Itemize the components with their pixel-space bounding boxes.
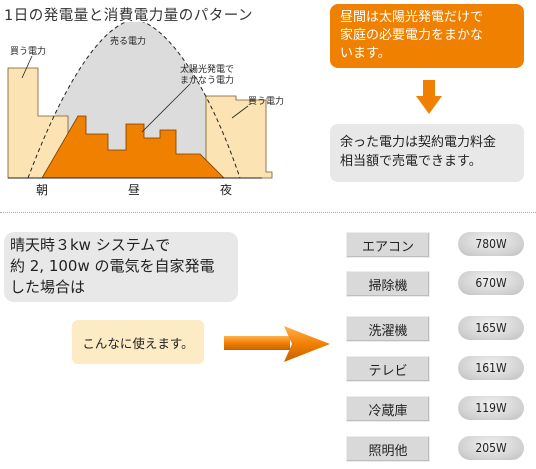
daytime-callout-line: います。 <box>340 46 391 61</box>
diagram-title: 1日の発電量と消費電力量のパターン <box>4 8 253 24</box>
daytime-callout-line: 家庭の必要電力をまかな <box>340 28 484 43</box>
right-arrow-icon <box>224 326 330 362</box>
appliance-name: エアコン <box>346 232 430 258</box>
section-divider <box>0 212 536 213</box>
down-arrow-icon <box>416 80 442 114</box>
pointer-solar <box>141 83 191 133</box>
system-summary-line: 晴天時３kw システムで <box>10 236 171 254</box>
appliance-watts: 780W <box>458 232 524 256</box>
consumption-area-evening <box>205 95 273 179</box>
generation-curve <box>27 22 241 179</box>
system-summary-line: した場合は <box>10 278 86 296</box>
surplus-callout-line: 余った電力は契約電力料金 <box>340 135 497 150</box>
daytime-callout-line: 昼間は太陽光発電だけで <box>340 10 484 25</box>
usage-note: こんなに使えます。 <box>72 320 204 364</box>
label-buy-right: 買う電力 <box>248 95 284 107</box>
surplus-callout-line: 相当額で売電できます。 <box>340 154 482 169</box>
appliance-watts: 670W <box>458 271 524 295</box>
time-label-night: 夜 <box>220 182 232 197</box>
time-label-morning: 朝 <box>36 183 48 197</box>
label-buy-left: 買う電力 <box>10 45 46 57</box>
label-solar-line2: まかなう電力 <box>180 74 234 86</box>
appliance-watts: 205W <box>458 436 524 460</box>
daily-power-pattern-diagram: 買う電力 売る電力 太陽光発電で まかなう電力 買う電力 朝 昼 夜 <box>7 22 284 197</box>
surplus-callout: 余った電力は契約電力料金 相当額で売電できます。 <box>330 124 524 182</box>
pointer-buy-right <box>231 105 249 119</box>
appliance-name: 洗濯機 <box>346 316 430 342</box>
time-label-noon: 昼 <box>128 183 140 197</box>
system-summary: 晴天時３kw システムで 約 2, 100w の電気を自家発電 した場合は <box>4 232 238 302</box>
appliance-name: 冷蔵庫 <box>346 396 430 422</box>
appliance-watts: 161W <box>458 356 524 380</box>
appliance-name: 掃除機 <box>346 271 430 297</box>
appliance-watts: 165W <box>458 316 524 340</box>
system-summary-line: 約 2, 100w の電気を自家発電 <box>10 257 215 275</box>
pointer-buy-left <box>21 55 33 79</box>
label-solar-line1: 太陽光発電で <box>180 63 234 75</box>
appliance-watts: 119W <box>458 396 524 420</box>
label-sell: 売る電力 <box>110 35 146 47</box>
daytime-callout: 昼間は太陽光発電だけで 家庭の必要電力をまかな います。 <box>330 4 524 68</box>
appliance-name: 照明他 <box>346 436 430 462</box>
appliance-name: テレビ <box>346 356 430 382</box>
solar-self-supply-area <box>41 115 225 179</box>
